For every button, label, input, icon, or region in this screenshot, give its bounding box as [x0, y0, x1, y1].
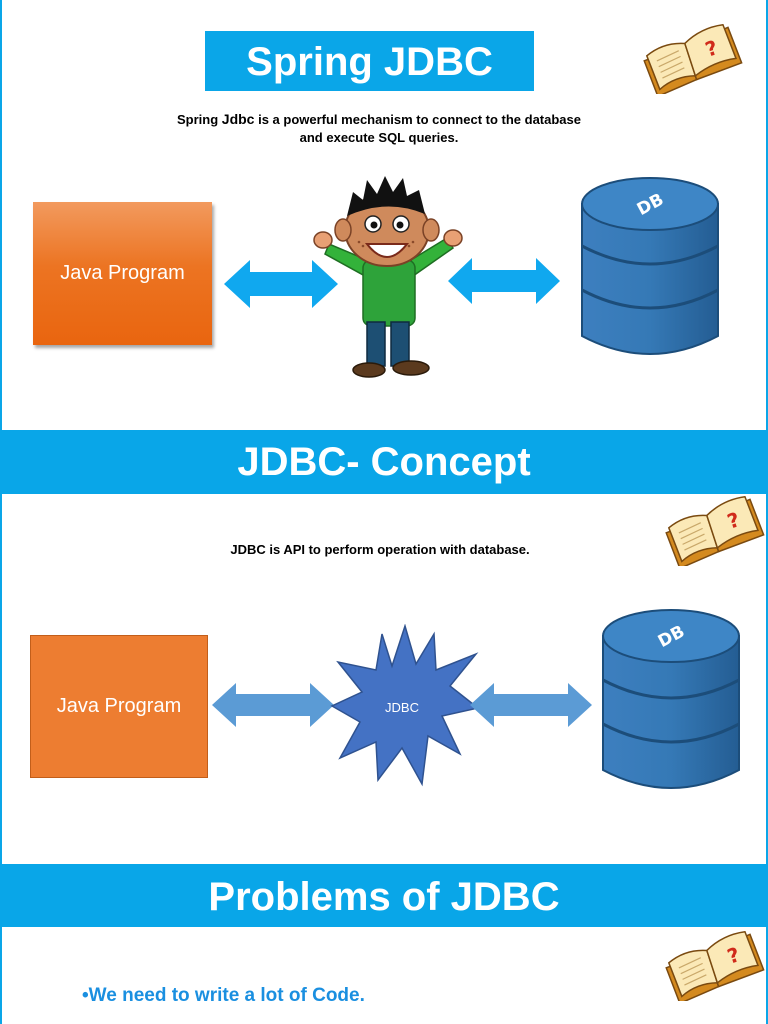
slide-problems-of-jdbc: ?	[0, 927, 768, 1024]
double-arrow-icon	[448, 258, 560, 304]
open-book-question-icon: ?	[665, 496, 765, 566]
double-arrow-icon	[212, 683, 334, 727]
java-program-box: Java Program	[33, 202, 212, 345]
open-book-question-icon: ?	[643, 24, 743, 94]
bullet-point: •We need to write a lot of Code.	[82, 985, 365, 1006]
section-heading-problems: Problems of JDBC	[0, 864, 768, 927]
section-heading-jdbc-concept: JDBC- Concept	[0, 430, 768, 494]
slide-spring-jdbc: Spring JDBC ? Spring Jdbc is a powerful …	[0, 0, 768, 430]
starburst-shape: JDBC	[330, 624, 480, 787]
open-book-question-icon: ?	[665, 931, 765, 1001]
slide-caption: Spring Jdbc is a powerful mechanism to c…	[177, 111, 581, 145]
double-arrow-icon	[224, 260, 338, 308]
jdbc-label: JDBC	[385, 700, 419, 715]
database-cylinder-icon: DB	[602, 609, 740, 789]
slide-title: Spring JDBC	[205, 31, 534, 91]
database-cylinder-icon: DB	[581, 177, 719, 355]
java-program-box: Java Program	[30, 635, 208, 778]
double-arrow-icon	[470, 683, 592, 727]
cartoon-boy-figure	[313, 176, 463, 378]
slide-caption: JDBC is API to perform operation with da…	[230, 542, 530, 557]
